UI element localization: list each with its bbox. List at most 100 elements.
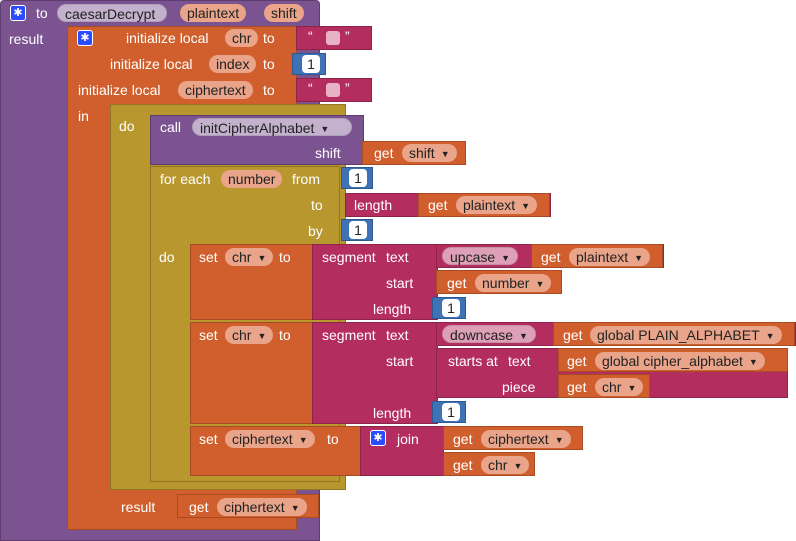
var-dropdown-value: global cipher_alphabet bbox=[602, 353, 743, 369]
length-label: length bbox=[354, 197, 393, 213]
var-dropdown[interactable]: global cipher_alphabet▼ bbox=[595, 352, 765, 370]
procedure-dropdown-value: initCipherAlphabet bbox=[200, 120, 315, 136]
procedure-dropdown[interactable]: initCipherAlphabet ▼ bbox=[192, 118, 352, 136]
var-dropdown[interactable]: shift ▼ bbox=[402, 144, 457, 162]
local-var-chr[interactable]: chr bbox=[225, 29, 259, 47]
text-label: text bbox=[508, 353, 531, 369]
get-label: get bbox=[541, 249, 561, 265]
get-label: get bbox=[428, 197, 448, 213]
number-field[interactable]: 1 bbox=[442, 403, 460, 421]
dropdown-arrow-icon: ▼ bbox=[765, 331, 775, 342]
dropdown-arrow-icon: ▼ bbox=[554, 435, 564, 446]
get-label: get bbox=[447, 275, 467, 291]
length-label: length bbox=[373, 301, 412, 317]
var-dropdown-value: ciphertext bbox=[224, 499, 285, 515]
procedure-param-shift[interactable]: shift bbox=[264, 4, 304, 22]
segment-block[interactable] bbox=[312, 322, 438, 424]
dropdown-arrow-icon: ▼ bbox=[521, 201, 531, 212]
shift-arg-label: shift bbox=[315, 145, 341, 161]
var-dropdown[interactable]: plaintext ▼ bbox=[569, 248, 651, 266]
open-quote: “ bbox=[308, 28, 313, 44]
start-label: start bbox=[386, 353, 414, 369]
var-dropdown-value: chr bbox=[232, 249, 252, 265]
local-var-ciphertext[interactable]: ciphertext bbox=[178, 81, 253, 99]
dropdown-arrow-icon: ▼ bbox=[320, 124, 330, 135]
var-dropdown[interactable]: chr▼ bbox=[225, 326, 274, 344]
var-dropdown-value: plaintext bbox=[576, 249, 629, 265]
var-dropdown-value: chr bbox=[602, 379, 622, 395]
join-label: join bbox=[397, 431, 419, 447]
close-quote: ” bbox=[345, 28, 350, 44]
by-label: by bbox=[308, 223, 323, 239]
number-field[interactable]: 1 bbox=[302, 55, 320, 73]
length-label: length bbox=[373, 405, 412, 421]
to-label: to bbox=[327, 431, 339, 447]
to-label: to bbox=[263, 30, 275, 46]
loop-var-number[interactable]: number bbox=[221, 170, 283, 188]
do-label: do bbox=[159, 249, 175, 265]
var-dropdown[interactable]: global PLAIN_ALPHABET ▼ bbox=[590, 326, 782, 344]
in-label: in bbox=[78, 108, 89, 124]
do-label: do bbox=[119, 118, 135, 134]
dropdown-arrow-icon: ▼ bbox=[290, 503, 300, 514]
text-op-dropdown[interactable]: upcase▼ bbox=[442, 247, 519, 265]
get-label: get bbox=[453, 457, 473, 473]
var-dropdown-value: shift bbox=[409, 145, 435, 161]
get-label: get bbox=[567, 353, 587, 369]
var-dropdown-value: plaintext bbox=[463, 197, 516, 213]
text-label: text bbox=[386, 249, 409, 265]
segment-label: segment bbox=[322, 327, 376, 343]
to-label: to bbox=[279, 327, 291, 343]
var-dropdown[interactable]: chr ▼ bbox=[225, 248, 274, 266]
get-label: get bbox=[563, 327, 583, 343]
var-dropdown[interactable]: chr▼ bbox=[481, 456, 530, 474]
get-label: get bbox=[189, 499, 209, 515]
var-dropdown[interactable]: chr ▼ bbox=[595, 378, 644, 396]
text-op-value: upcase bbox=[450, 249, 496, 265]
gear-icon[interactable]: ✱ bbox=[370, 430, 386, 446]
var-dropdown[interactable]: number▼ bbox=[475, 274, 552, 292]
from-label: from bbox=[292, 171, 320, 187]
text-op-value: downcase bbox=[450, 327, 514, 343]
number-field[interactable]: 1 bbox=[442, 299, 460, 317]
procedure-name-field[interactable]: caesarDecrypt bbox=[57, 4, 167, 22]
gear-icon[interactable]: ✱ bbox=[10, 5, 26, 21]
call-label: call bbox=[160, 119, 182, 135]
empty-string-field[interactable] bbox=[326, 31, 340, 45]
number-field[interactable]: 1 bbox=[349, 169, 367, 187]
empty-string-field[interactable] bbox=[326, 83, 340, 97]
start-label: start bbox=[386, 275, 414, 291]
dropdown-arrow-icon: ▼ bbox=[627, 383, 637, 394]
get-label: get bbox=[453, 431, 473, 447]
var-dropdown[interactable]: plaintext ▼ bbox=[456, 196, 538, 214]
dropdown-arrow-icon: ▼ bbox=[257, 253, 267, 264]
initialize-local-label: initialize local bbox=[110, 56, 193, 72]
get-label: get bbox=[374, 145, 394, 161]
to-label: to bbox=[263, 56, 275, 72]
var-dropdown[interactable]: ciphertext ▼ bbox=[225, 430, 315, 448]
result-label: result bbox=[121, 499, 156, 515]
number-field[interactable]: 1 bbox=[349, 221, 367, 239]
var-dropdown-value: global PLAIN_ALPHABET bbox=[597, 327, 760, 343]
dropdown-arrow-icon: ▼ bbox=[298, 435, 308, 446]
var-dropdown[interactable]: ciphertext ▼ bbox=[481, 430, 571, 448]
to-label: to bbox=[279, 249, 291, 265]
to-label: to bbox=[263, 82, 275, 98]
dropdown-arrow-icon: ▼ bbox=[535, 279, 545, 290]
var-dropdown[interactable]: ciphertext ▼ bbox=[217, 498, 307, 516]
segment-label: segment bbox=[322, 249, 376, 265]
initialize-local-label: initialize local bbox=[126, 30, 209, 46]
starts-at-label: starts at bbox=[448, 353, 498, 369]
procedure-param-plaintext[interactable]: plaintext bbox=[180, 4, 247, 22]
var-dropdown-value: ciphertext bbox=[488, 431, 549, 447]
dropdown-arrow-icon: ▼ bbox=[440, 149, 450, 160]
local-var-index[interactable]: index bbox=[209, 55, 257, 73]
text-op-dropdown[interactable]: downcase▼ bbox=[442, 325, 536, 343]
get-label: get bbox=[567, 379, 587, 395]
dropdown-arrow-icon: ▼ bbox=[634, 253, 644, 264]
to-label: to bbox=[311, 197, 323, 213]
dropdown-arrow-icon: ▼ bbox=[513, 461, 523, 472]
set-label: set bbox=[199, 431, 218, 447]
var-dropdown-value: ciphertext bbox=[232, 431, 293, 447]
gear-icon[interactable]: ✱ bbox=[77, 30, 93, 46]
